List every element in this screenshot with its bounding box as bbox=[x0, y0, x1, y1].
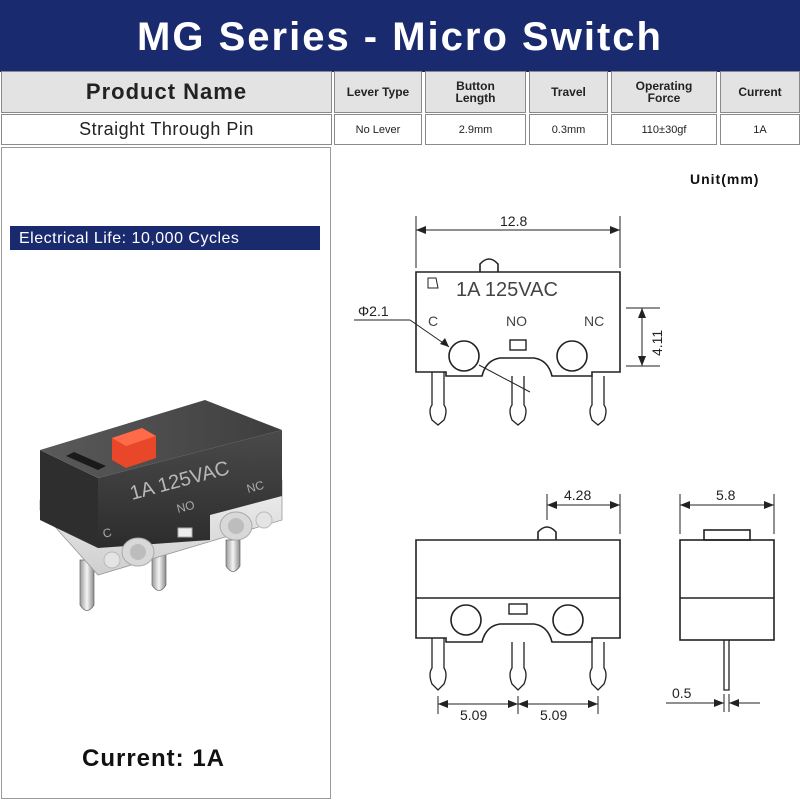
front-view-terminal-no: NO bbox=[506, 313, 527, 329]
header-button-length: Button Length bbox=[425, 71, 526, 113]
header-product-name: Product Name bbox=[1, 71, 332, 113]
dim-button-offset: 4.28 bbox=[564, 487, 591, 503]
dim-front-height: 4.11 bbox=[649, 330, 665, 356]
dim-pin-pitch-right: 5.09 bbox=[540, 707, 567, 723]
electrical-life-label: Electrical Life: 10,000 Cycles bbox=[10, 226, 320, 250]
value-product-name: Straight Through Pin bbox=[1, 114, 332, 145]
page-title: MG Series - Micro Switch bbox=[0, 0, 800, 72]
dim-front-width: 12.8 bbox=[500, 213, 527, 229]
value-current: 1A bbox=[720, 114, 800, 145]
header-current: Current bbox=[720, 71, 800, 113]
value-operating-force: 110±30gf bbox=[611, 114, 717, 145]
front-view-terminal-c: C bbox=[428, 313, 438, 329]
unit-label: Unit(mm) bbox=[690, 171, 760, 187]
side-view bbox=[679, 529, 775, 691]
header-travel: Travel bbox=[529, 71, 608, 113]
current-rating-label: Current: 1A bbox=[82, 745, 226, 772]
value-button-length: 2.9mm bbox=[425, 114, 526, 145]
header-lever-type: Lever Type bbox=[334, 71, 422, 113]
value-lever-type: No Lever bbox=[334, 114, 422, 145]
front-view-marking: 1A 125VAC bbox=[456, 279, 558, 301]
bottom-view bbox=[415, 526, 621, 691]
front-view bbox=[415, 258, 621, 426]
dim-pin-pitch-left: 5.09 bbox=[460, 707, 487, 723]
front-view-terminal-nc: NC bbox=[584, 313, 604, 329]
dim-side-width: 5.8 bbox=[716, 487, 736, 503]
value-travel: 0.3mm bbox=[529, 114, 608, 145]
dim-hole-diameter: Φ2.1 bbox=[358, 303, 389, 319]
header-operating-force: Operating Force bbox=[611, 71, 717, 113]
dim-pin-thickness: 0.5 bbox=[672, 685, 692, 701]
